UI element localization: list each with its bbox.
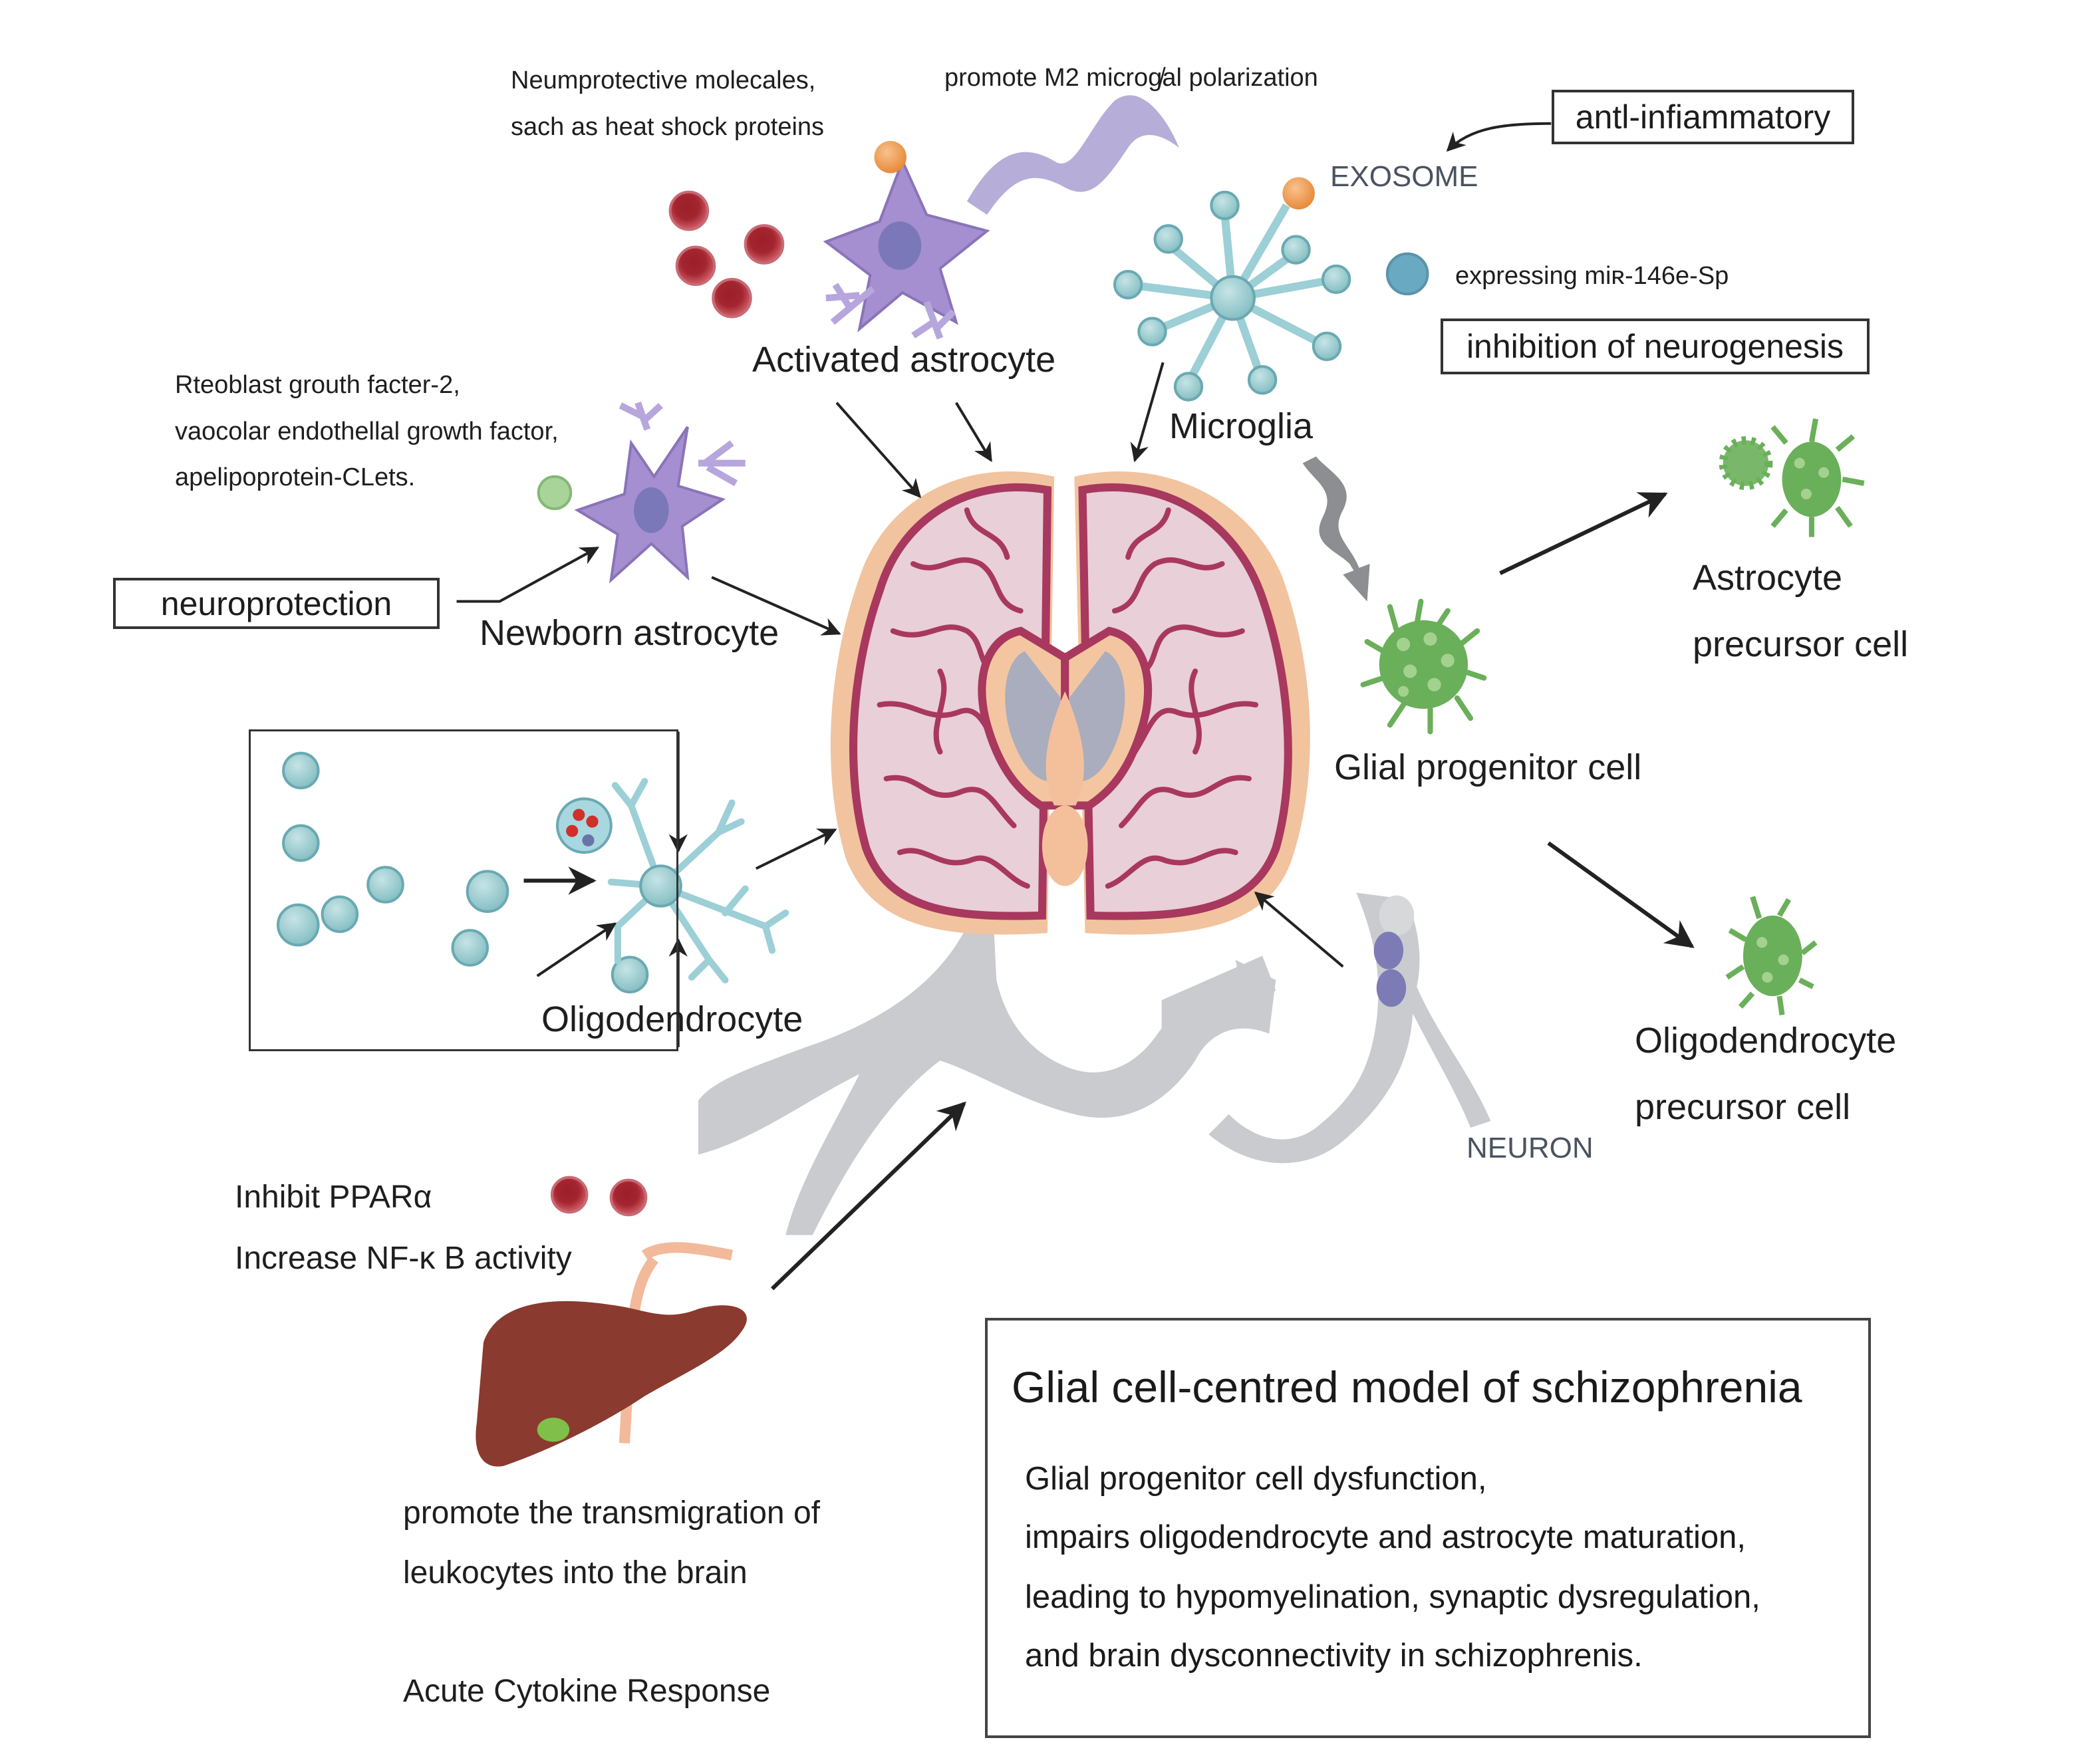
activated-astrocyte-cell	[823, 140, 990, 340]
m2-polarization-label: promote M2 microg̸al polarization	[944, 64, 1318, 92]
liver-effect-ppar: Inhibit PPARα	[235, 1180, 432, 1215]
microglia-label: Microglia	[1169, 406, 1314, 446]
summary-line: and brain dysconnectivity in schizophren…	[1025, 1638, 1643, 1674]
astrocyte-precursor-label-line-1: Astrocyte	[1693, 558, 1843, 598]
oligodendrocyte-cell	[555, 778, 789, 983]
red-blood-cells-top	[668, 190, 785, 318]
transmigration-line-2: leukocytes into the brain	[403, 1555, 748, 1590]
exosome-label: EXOSOME	[1330, 160, 1478, 193]
oligodendrocyte-precursor-label-line-2: precursor cell	[1635, 1087, 1851, 1127]
growth-factors-line-2: vaocolar endothellal growth factor,	[175, 418, 559, 445]
summary-line: impairs oligodendrocyte and astrocyte ma…	[1025, 1519, 1746, 1555]
newborn-astrocyte-cell	[537, 402, 746, 584]
glial-progenitor-cell-icon	[1360, 598, 1487, 735]
oligodendrocyte-progenitor-cells	[276, 751, 649, 994]
summary-box: Glial cell-centred model of schizophreni…	[985, 1318, 1871, 1738]
neuron-illustration	[698, 892, 1491, 1235]
m2-polarization-signal	[966, 95, 1179, 215]
differentiation-wavy-arrow	[1302, 456, 1370, 602]
liver-illustration	[476, 1242, 747, 1467]
astrocyte-precursor-label-line-2: precursor cell	[1693, 624, 1909, 664]
astrocyte-precursor-cell-icon	[1719, 418, 1865, 537]
summary-line: leading to hypomyelination, synaptic dys…	[1025, 1579, 1760, 1615]
red-blood-cells-bottom	[550, 1176, 648, 1217]
summary-title: Glial cell-centred model of schizophreni…	[1012, 1362, 1802, 1412]
oligodendrocyte-label: Oligodendrocyte	[541, 999, 803, 1039]
oligodendrocyte-precursor-cell-icon	[1725, 896, 1818, 1015]
growth-factors-line-3: apelipoprotein-CLets.	[175, 463, 416, 491]
brain-illustration	[830, 471, 1310, 935]
microglia-cell	[1113, 190, 1351, 402]
activated-astrocyte-label: Activated astrocyte	[752, 340, 1056, 380]
neuron-label: NEURON	[1466, 1132, 1594, 1164]
anti-inflammatory-box: antl-infiammatory	[1552, 90, 1854, 144]
glial-progenitor-label: Glial progenitor cell	[1334, 747, 1642, 787]
transmigration-line-1: promote the transmigration of	[403, 1495, 820, 1531]
summary-line: Glial progenitor cell dysfunction,	[1025, 1461, 1487, 1497]
growth-factors-line-1: Rteoblast grouth facter-2,	[175, 371, 460, 399]
oligodendrocyte-precursor-label-line-1: Oligodendrocyte	[1635, 1021, 1897, 1061]
neuroprotection-box: neuroprotection	[113, 578, 440, 629]
oligodendrocyte-panel	[249, 729, 678, 1051]
mirna-exosome-icon	[1385, 252, 1429, 296]
neuroprotective-molecules-line-2: sach as heat shock proteins	[511, 113, 825, 141]
cytokine-response-label: Acute Cytokine Response	[403, 1674, 771, 1709]
newborn-astrocyte-label: Newborn astrocyte	[480, 613, 779, 653]
arrows	[456, 122, 1695, 1291]
inhibition-of-neurogenesis-box: inhibition of neurogenesis	[1441, 318, 1870, 374]
mirna-expression-label: expressing miʀ-146e-Sp	[1455, 262, 1729, 290]
neuroprotective-molecules-line-1: Neumprotective molecales,	[511, 66, 816, 94]
liver-effect-nfkb: Increase NF-κ B activity	[235, 1241, 572, 1276]
exosome-particle	[1282, 177, 1315, 209]
